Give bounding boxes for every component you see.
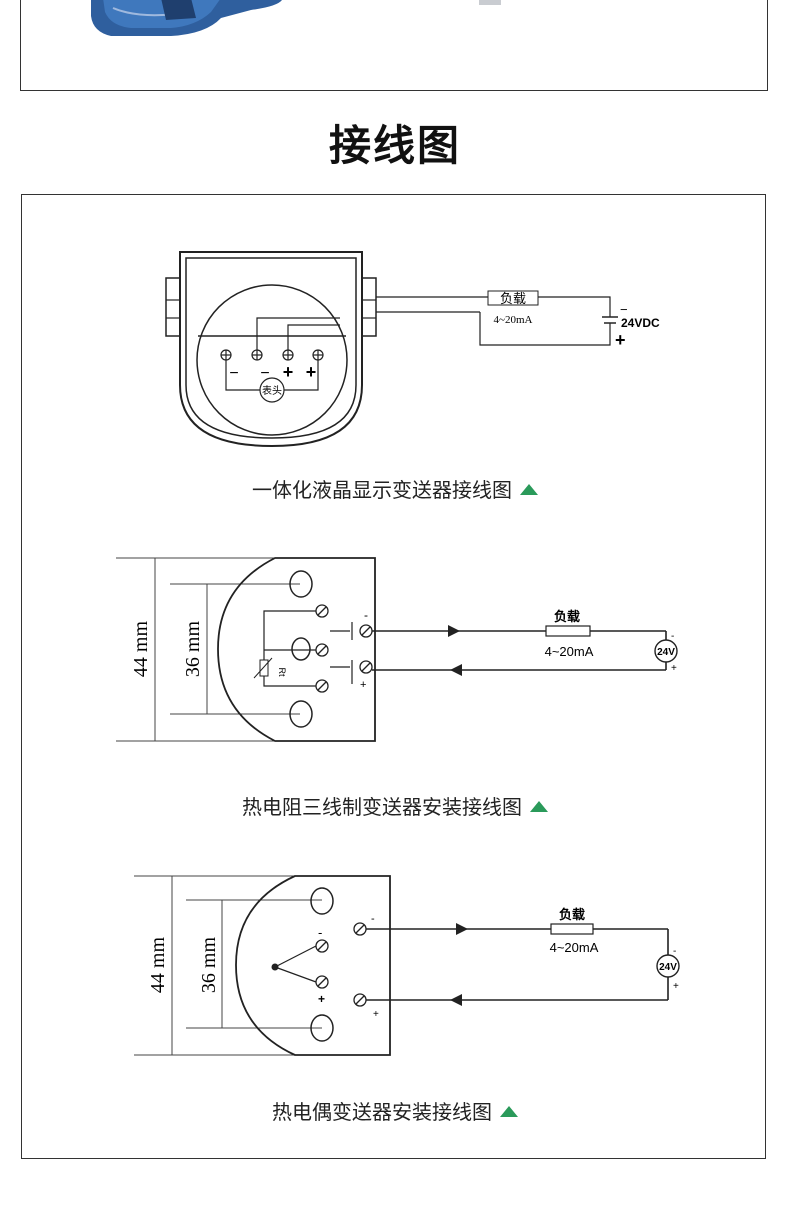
caption-rtd-transmitter: 热电阻三线制变送器安装接线图 <box>0 791 790 820</box>
outer-dimension-label: 44 mm <box>130 621 152 678</box>
rtd-sensor-label: Rt <box>277 668 287 677</box>
lcd-minus-2: − <box>260 365 269 382</box>
rtd-arrow-in <box>450 664 462 676</box>
tc-terminal-plus: + <box>373 1009 379 1020</box>
rtd-load-resistor <box>545 625 591 637</box>
rtd-supply-minus: - <box>671 631 674 642</box>
tc-terminal-minus: - <box>371 913 375 925</box>
tc-current-label: 4~20mA <box>550 940 599 955</box>
caption-thermocouple-transmitter: 热电偶变送器安装接线图 <box>0 1096 790 1125</box>
lcd-minus-1: − <box>229 365 238 382</box>
rtd-supply-label: 24V <box>657 647 675 658</box>
tc-load-resistor <box>550 923 594 935</box>
diagram-3-thermocouple: 44 mm 36 mm - + - + 负载 4~20mA 24V - + <box>134 875 680 1056</box>
tc-load-label: 负载 <box>559 907 585 922</box>
supply-minus-label: − <box>620 302 628 317</box>
rtd-arrow-out <box>448 625 460 637</box>
device-photo-fragment <box>91 0 501 36</box>
diagram-1-lcd-transmitter: − − + + 表头 负载 4~20mA − 24VDC + <box>165 251 660 448</box>
page-title: 接线图 <box>328 121 461 170</box>
meter-head-label: 表头 <box>262 384 282 397</box>
triangle-up-icon <box>530 801 548 812</box>
tc-supply-label: 24V <box>659 962 677 973</box>
supply-plus-label: + <box>615 330 626 350</box>
tc-supply-plus: + <box>673 981 679 992</box>
voltage-label: 24VDC <box>621 316 660 330</box>
tc-inner-dimension-label: 36 mm <box>198 937 220 994</box>
terminal-screws <box>220 349 324 361</box>
caption-lcd-text: 一体化液晶显示变送器接线图 <box>252 478 512 502</box>
rtd-terminal-minus: - <box>364 608 368 622</box>
rtd-supply-24v <box>654 639 678 663</box>
rtd-sensor <box>259 659 269 677</box>
tc-outer-dimension-label: 44 mm <box>147 937 169 994</box>
caption-tc-text: 热电偶变送器安装接线图 <box>272 1100 492 1124</box>
tc-supply-24v <box>656 954 680 978</box>
product-photo-frame <box>20 0 768 91</box>
lcd-plus-2: + <box>306 362 317 382</box>
rtd-current-label: 4~20mA <box>545 644 594 659</box>
lcd-plus-1: + <box>283 362 294 382</box>
meter-head <box>259 377 285 403</box>
tc-supply-minus: - <box>673 946 676 957</box>
triangle-up-icon <box>520 484 538 495</box>
tc-junction-plus: + <box>318 992 325 1006</box>
caption-lcd-transmitter: 一体化液晶显示变送器接线图 <box>0 474 790 503</box>
triangle-up-icon <box>500 1106 518 1117</box>
caption-rtd-text: 热电阻三线制变送器安装接线图 <box>242 795 522 819</box>
tc-arrow-out <box>456 923 468 935</box>
diagram1-load-label: 负载 <box>500 291 526 306</box>
diagrams-frame <box>21 194 766 1159</box>
diagram1-current-label: 4~20mA <box>494 314 533 326</box>
tc-arrow-in <box>450 994 462 1006</box>
rtd-load-label: 负载 <box>554 609 580 624</box>
rtd-terminal-plus: + <box>360 679 366 691</box>
tc-junction <box>271 963 279 971</box>
tc-junction-minus: - <box>318 925 322 940</box>
rtd-supply-plus: + <box>671 663 677 674</box>
diagram-2-rtd-three-wire: 44 mm 36 mm Rt - + 负 <box>116 557 678 742</box>
load-resistor <box>487 290 539 306</box>
inner-dimension-label: 36 mm <box>182 621 204 678</box>
